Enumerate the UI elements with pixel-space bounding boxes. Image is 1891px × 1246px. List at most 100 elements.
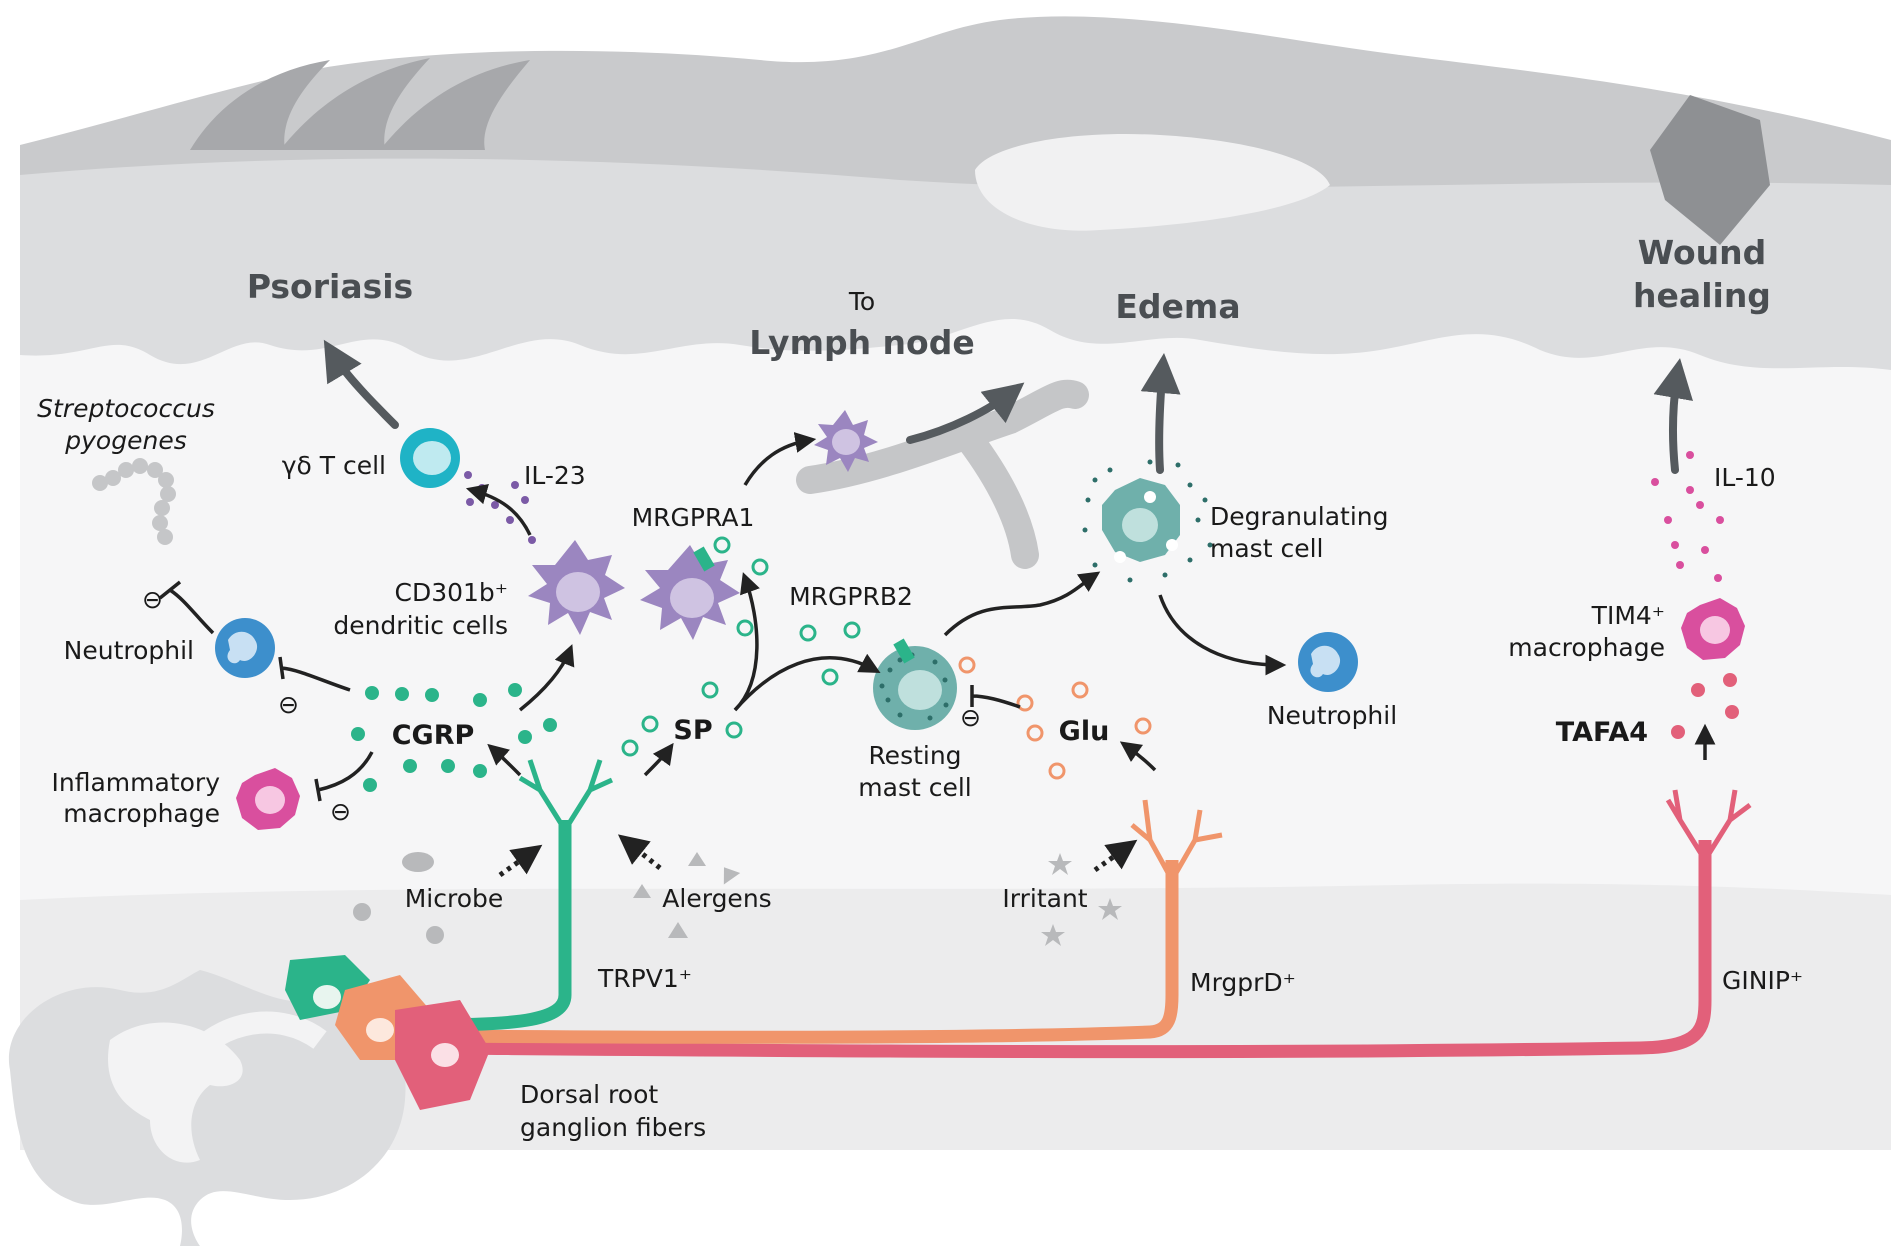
irritant-dotted-arrow xyxy=(1093,839,1138,873)
spinal-cord-icon xyxy=(8,970,406,1246)
sp-to-mrgprb2-arrow xyxy=(733,653,881,712)
neutrophil-left-cell xyxy=(215,618,275,678)
allergen-dotted-arrow xyxy=(617,834,662,870)
minus-symbol-1: ⊖ xyxy=(142,585,163,614)
degranulating-mast-label-1: Degranulating xyxy=(1210,502,1389,531)
drg-neurons xyxy=(285,955,490,1110)
neutrophil-right-cell xyxy=(1298,632,1358,692)
sp-circles xyxy=(621,536,861,757)
wound-scab xyxy=(1650,95,1770,245)
cgrp-inhibits-macrophage xyxy=(314,751,374,802)
psoriasis-title: Psoriasis xyxy=(247,267,413,306)
signal-arrows xyxy=(465,432,1716,878)
ginip-fiber xyxy=(439,840,1712,1059)
skin-layers xyxy=(0,16,1891,1246)
inhibition-symbols: ⊖ ⊖ ⊖ ⊖ xyxy=(142,585,981,826)
nerve-to-glu-arrow xyxy=(1119,741,1157,772)
lymph-vessel-icon xyxy=(796,379,1089,569)
neutrophil-inhibits-strep xyxy=(158,580,215,635)
hypodermis-layer xyxy=(20,883,1891,1150)
wound-healing-title-1: Wound xyxy=(1638,233,1767,272)
alergens-label: Alergens xyxy=(662,884,771,913)
nerve-to-sp-arrow xyxy=(643,742,674,777)
cgrp-label: CGRP xyxy=(392,720,475,751)
cgrp-inhibits-neutrophil xyxy=(278,656,351,692)
sp-label: SP xyxy=(673,715,712,746)
nerve-to-cgrp-arrow xyxy=(487,743,522,777)
resting-mast-cell xyxy=(873,638,957,730)
lymph-to-label: To xyxy=(848,287,875,316)
irritant-star-icon xyxy=(1041,853,1122,946)
degran-to-neutrophil-arrow xyxy=(1158,594,1287,676)
il10-dots xyxy=(1651,451,1724,582)
cd301b-dendritic-cell xyxy=(528,540,625,635)
cgrp-dots xyxy=(351,683,557,792)
minus-symbol-4: ⊖ xyxy=(960,703,981,732)
mrgprd-fiber xyxy=(429,860,1179,1044)
wound-healing-title-2: healing xyxy=(1633,276,1771,315)
mrgprd-branches xyxy=(1130,799,1223,882)
gd-t-cell-label: γδ T cell xyxy=(282,451,386,480)
il23-label: IL-23 xyxy=(524,461,586,490)
mrgpra1-label: MRGPRA1 xyxy=(632,503,755,532)
labels: Psoriasis To Lymph node Edema Wound heal… xyxy=(37,233,1803,1142)
glu-label: Glu xyxy=(1059,716,1110,747)
ginip-label: GINIP⁺ xyxy=(1722,966,1803,995)
edema-blister xyxy=(975,134,1330,231)
degranulating-mast-label-2: mast cell xyxy=(1210,534,1323,563)
resting-mast-label-1: Resting xyxy=(868,741,961,770)
trpv1-label: TRPV1⁺ xyxy=(597,964,692,993)
outcome-arrows xyxy=(323,339,1693,474)
tim4-label-1: TIM4⁺ xyxy=(1591,601,1665,630)
il23-to-tcell-arrow xyxy=(465,483,532,536)
mrgpra1-to-lymph-arrow xyxy=(743,432,817,486)
gd-t-cell xyxy=(400,428,460,488)
degranulating-mast-cell xyxy=(1082,459,1213,583)
mrgprb2-label: MRGPRB2 xyxy=(789,582,913,611)
minus-symbol-2: ⊖ xyxy=(278,690,299,719)
cgrp-to-dendritic-arrow xyxy=(518,644,575,712)
mrgprd-label: MrgprD⁺ xyxy=(1190,968,1296,997)
strep-label-2: pyogenes xyxy=(64,426,186,455)
mrgpra1-dendritic-cell xyxy=(640,545,740,640)
glu-inhibits-mast xyxy=(970,685,1021,709)
drg-label-1: Dorsal root xyxy=(520,1080,658,1109)
microbe-label: Microbe xyxy=(405,884,504,913)
psoriasis-arrow xyxy=(323,339,399,429)
psoriasis-scale-1 xyxy=(190,60,330,150)
inhibition-lines xyxy=(158,580,1021,802)
psoriasis-scale-2 xyxy=(280,58,430,150)
resting-mast-label-2: mast cell xyxy=(858,773,971,802)
tim4-macrophage-cell xyxy=(1681,598,1745,660)
minus-symbol-3: ⊖ xyxy=(330,797,351,826)
cd301b-label-2: dendritic cells xyxy=(333,611,508,640)
microbe-icons xyxy=(353,852,444,944)
mast-to-degran-arrow xyxy=(943,571,1101,637)
ginip-branches xyxy=(1665,789,1752,862)
neutrophil-right-label: Neutrophil xyxy=(1267,701,1397,730)
drg-label-2: ganglion fibers xyxy=(520,1113,706,1142)
irritant-label: Irritant xyxy=(1002,884,1087,913)
edema-title: Edema xyxy=(1115,287,1240,326)
microbe-dotted-arrow xyxy=(498,844,543,878)
tafa4-dots xyxy=(1671,673,1739,739)
trpv1-branches xyxy=(518,759,614,832)
allergen-triangle-icon xyxy=(633,852,741,938)
bottom-fade xyxy=(0,1150,1891,1246)
glu-circles xyxy=(958,656,1152,780)
neutrophil-left-label: Neutrophil xyxy=(64,636,194,665)
lymph-node-title: Lymph node xyxy=(749,323,974,362)
inflammatory-macrophage-label-1: Inflammatory xyxy=(52,768,221,797)
migrating-dendritic-cell xyxy=(814,410,878,472)
lymph-arrow xyxy=(906,382,1025,444)
tafa4-label: TAFA4 xyxy=(1556,717,1648,748)
bacteria-icon xyxy=(92,458,176,545)
inflammatory-macrophage-cell xyxy=(236,768,300,830)
wound-healing-arrow xyxy=(1653,358,1693,474)
inflammatory-macrophage-label-2: macrophage xyxy=(63,799,220,828)
cd301b-label-1: CD301b⁺ xyxy=(395,578,509,607)
tim4-label-2: macrophage xyxy=(1508,633,1665,662)
psoriasis-scale-3 xyxy=(380,60,530,150)
strep-label-1: Streptococcus xyxy=(37,394,215,423)
